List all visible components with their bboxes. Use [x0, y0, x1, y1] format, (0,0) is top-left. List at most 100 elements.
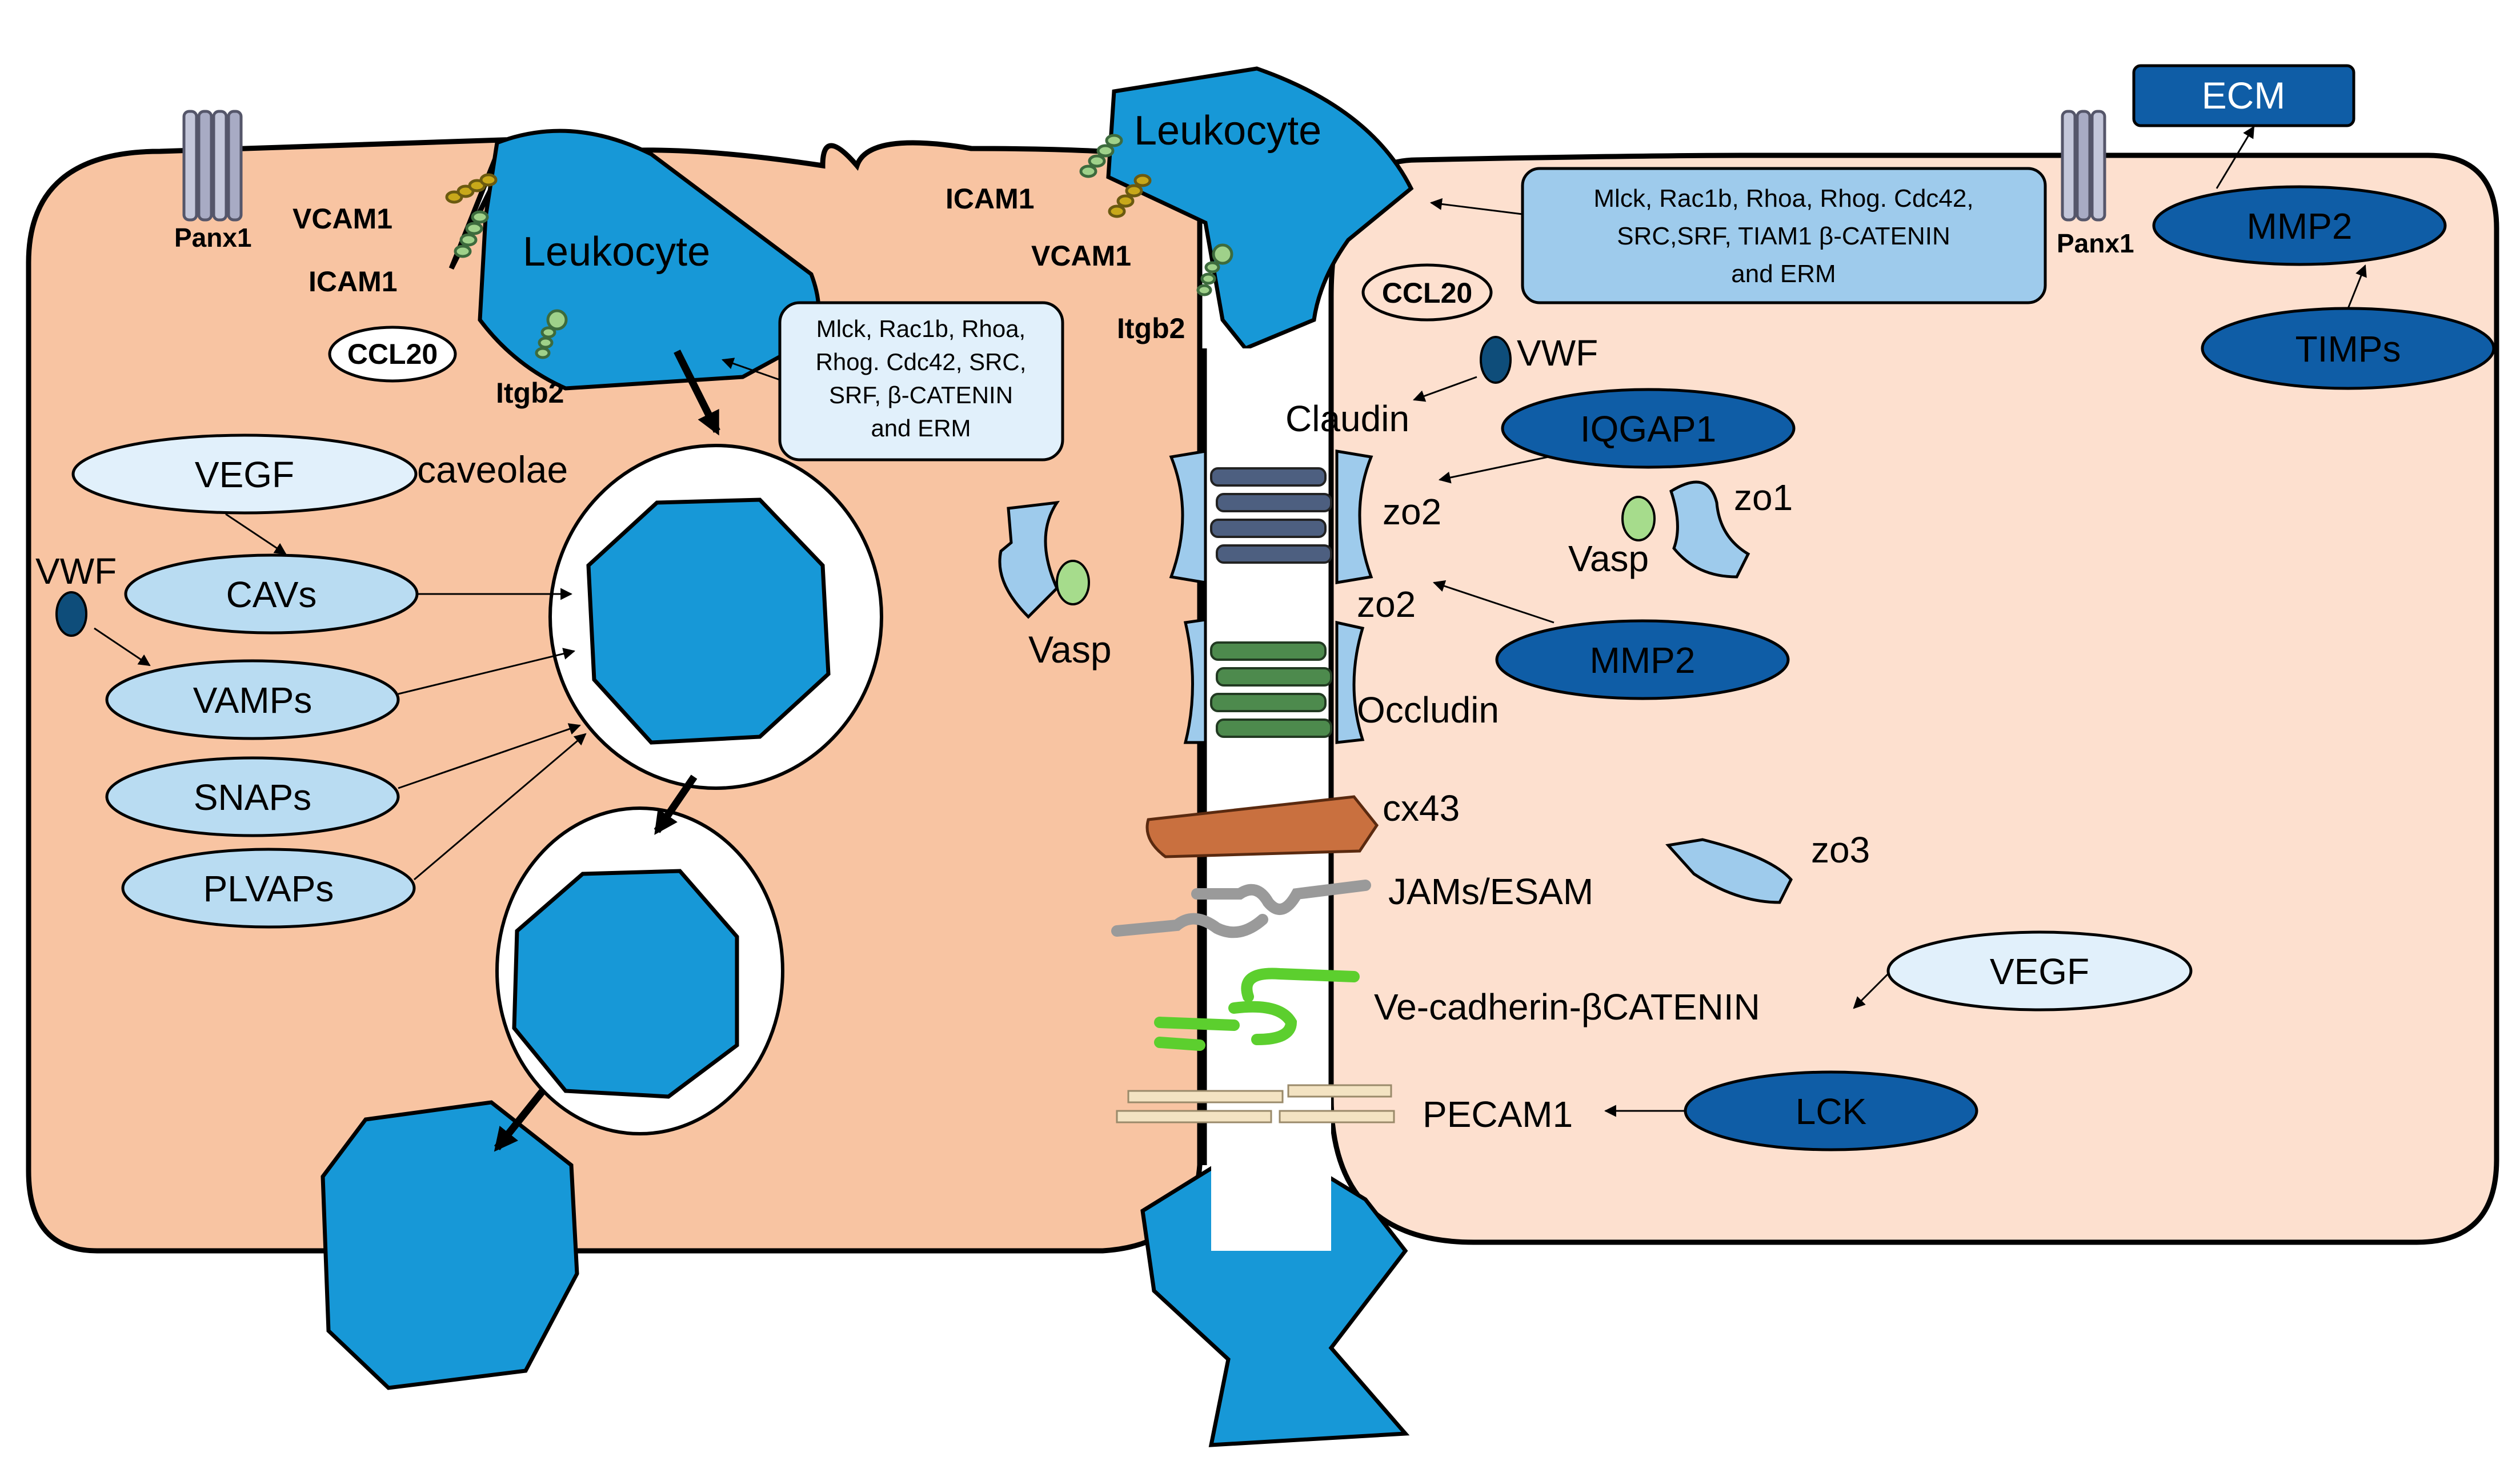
plvaps-oval — [121, 848, 416, 929]
arrow-snaps-to-vesicle — [398, 723, 581, 789]
leukocyte-label-junction: Leukocyte — [1134, 108, 1321, 154]
cx43-gap-junction-icon — [1145, 795, 1379, 858]
occludin-label: Occludin — [1357, 689, 1499, 731]
ecm-label: ECM — [2202, 74, 2286, 117]
icam1-receptor-icon — [454, 210, 489, 258]
signaling-box-right-line-3: and ERM — [1731, 260, 1836, 288]
vasp-dot-left — [1056, 560, 1090, 605]
icam1-label-left: ICAM1 — [309, 266, 398, 298]
signaling-box-right-line-2: SRC,SRF, TIAM1 β-CATENIN — [1617, 222, 1950, 250]
ccl20-label-right: CCL20 — [1382, 277, 1472, 309]
ccl20-label-left: CCL20 — [347, 338, 438, 370]
mmp2-oval-top — [2152, 185, 2447, 266]
cx43-label: cx43 — [1383, 788, 1460, 829]
arrow-vegf-to-cavs — [225, 513, 287, 555]
icam1-receptor-junction-icon — [1079, 134, 1123, 178]
arrow-timps-to-mmp2 — [2347, 264, 2367, 309]
arrow-signal-to-leukocyte-left — [722, 358, 780, 381]
signaling-box-left-line-3: SRF, β-CATENIN — [829, 382, 1013, 408]
zo2-scaffold-left-claudin — [1169, 449, 1207, 584]
vasp-label-right: Vasp — [1568, 538, 1649, 579]
arrow-vwf-to-claudin — [1413, 376, 1477, 402]
iqgap1-label: IQGAP1 — [1580, 408, 1716, 449]
mmp2-label-mid: MMP2 — [1590, 640, 1696, 681]
mmp2-label-top: MMP2 — [2247, 206, 2353, 247]
vamps-label: VAMPs — [193, 680, 313, 721]
arrow-vwf-to-vamps — [94, 627, 151, 667]
vesicle-leukocyte-upper — [586, 497, 831, 745]
itgb2-label-junction: Itgb2 — [1117, 312, 1185, 344]
vasp-scaffold-left — [998, 500, 1060, 619]
leukocyte-transmigrating — [1106, 66, 1414, 351]
claudin-label: Claudin — [1285, 398, 1409, 439]
cavs-label: CAVs — [226, 574, 317, 615]
movement-arrow-1 — [674, 350, 720, 436]
zo1-label: zo1 — [1734, 477, 1793, 518]
claudin-tight-junction-icon — [1210, 467, 1332, 564]
vegf-oval-left — [71, 434, 418, 515]
signaling-box-left — [778, 301, 1064, 461]
zo1-scaffold-right — [1669, 480, 1750, 579]
ecm-box — [2132, 64, 2355, 127]
signaling-box-left-line-4: and ERM — [871, 415, 971, 442]
signaling-box-left-line-1: Mlck, Rac1b, Rhoa, — [816, 315, 1025, 342]
arrow-vegf-to-vecadherin — [1853, 973, 1889, 1009]
pecam1-label: PECAM1 — [1423, 1094, 1573, 1135]
vcam1-receptor-junction-icon — [1108, 174, 1152, 218]
pecam1-icon — [1116, 1084, 1395, 1123]
vcam1-label-junction: VCAM1 — [1031, 240, 1131, 272]
arrow-plvaps-to-vesicle — [414, 733, 587, 881]
movement-arrow-3 — [494, 1088, 546, 1152]
vegf-label-left: VEGF — [195, 454, 294, 495]
vcam1-label-left: VCAM1 — [293, 203, 392, 235]
lck-label: LCK — [1796, 1091, 1867, 1132]
vwf-dot-right — [1480, 336, 1512, 384]
caveolae-label: caveolae — [417, 448, 568, 491]
vwf-dot-left — [55, 591, 87, 637]
vesicle-leukocyte-lower — [512, 869, 739, 1099]
vwf-label-right: VWF — [1517, 332, 1598, 374]
itgb2-label-left: Itgb2 — [496, 377, 564, 409]
ve-cadherin-icon — [1154, 968, 1360, 1051]
panx1-channel-icon — [182, 110, 243, 222]
vcam1-receptor-icon — [445, 173, 498, 204]
signaling-box-left-line-2: Rhog. Cdc42, SRC, — [816, 348, 1027, 375]
vwf-label-left: VWF — [35, 551, 117, 592]
panx1-channel-right-icon — [2061, 110, 2106, 222]
jams-esam-icon — [1111, 880, 1371, 938]
occludin-tight-junction-icon — [1210, 641, 1332, 738]
plvaps-label: PLVAPs — [203, 868, 334, 909]
signaling-box-right — [1521, 167, 2047, 304]
vasp-dot-right — [1621, 496, 1656, 541]
iqgap1-oval — [1501, 388, 1796, 469]
arrow-signal-to-leukocyte-right — [1429, 198, 1523, 215]
zo3-scaffold — [1665, 838, 1793, 904]
mmp2-oval-mid — [1495, 619, 1790, 700]
ccl20-oval-left — [328, 326, 457, 383]
panx1-label-left: Panx1 — [174, 223, 252, 252]
vegf-label-right: VEGF — [1990, 951, 2089, 992]
vamps-oval — [105, 659, 400, 740]
leukocyte-bottom-left — [320, 1100, 579, 1390]
icam1-label-junction: ICAM1 — [945, 183, 1035, 215]
arrow-iqgap1-to-zo2 — [1438, 456, 1549, 484]
snaps-label: SNAPs — [194, 777, 311, 818]
zo-scaffold-left-occludin — [1183, 618, 1207, 744]
zo2-scaffold-right-claudin — [1335, 449, 1373, 584]
timps-label: TIMPs — [2295, 328, 2401, 370]
arrow-mmp2-to-zo2 — [1433, 580, 1555, 624]
itgb2-integrin-junction-icon — [1196, 243, 1233, 296]
zo2-label-bottom: zo2 — [1357, 584, 1416, 625]
arrow-mmp2-to-ecm — [2215, 126, 2255, 189]
zo-scaffold-right-occludin — [1335, 620, 1365, 744]
vegf-oval-right — [1886, 930, 2193, 1012]
snaps-oval — [105, 756, 400, 837]
leukocyte-label-left: Leukocyte — [523, 229, 710, 275]
zo3-label: zo3 — [1811, 829, 1870, 870]
panx1-label-right: Panx1 — [2057, 228, 2134, 258]
signaling-box-right-line-1: Mlck, Rac1b, Rhoa, Rhog. Cdc42, — [1593, 184, 1973, 212]
zo2-label-top: zo2 — [1383, 491, 1441, 532]
vasp-label-left: Vasp — [1028, 628, 1112, 671]
ccl20-oval-right — [1361, 263, 1493, 322]
